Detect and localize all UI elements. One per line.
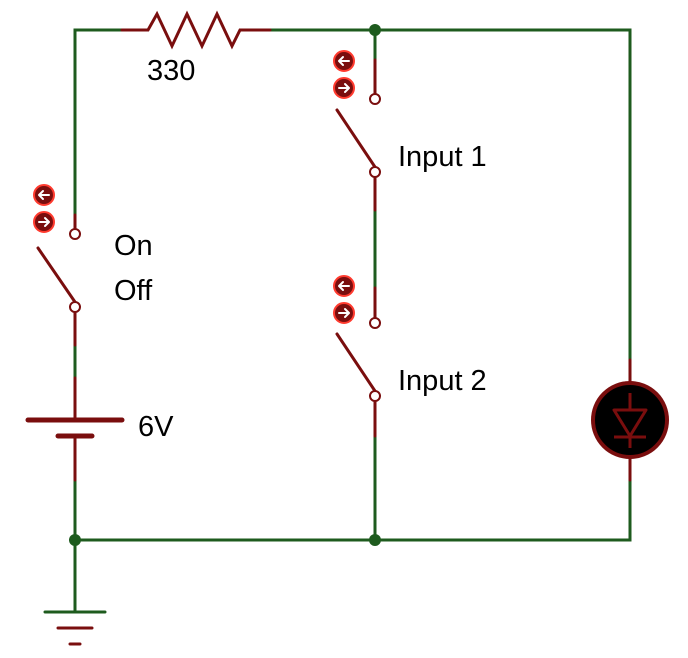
wire-top-right bbox=[268, 28, 632, 362]
led-indicator bbox=[591, 358, 669, 482]
power-switch-on-button[interactable] bbox=[33, 184, 55, 206]
input-1-down-button[interactable] bbox=[333, 77, 355, 99]
input-1-up-button[interactable] bbox=[333, 50, 355, 72]
power-switch-terminal-top bbox=[69, 228, 81, 240]
led-diode-symbol bbox=[612, 393, 648, 448]
input-2-terminal-bottom bbox=[369, 390, 381, 402]
power-switch-blade bbox=[36, 246, 77, 304]
resistor-value: 330 bbox=[147, 55, 195, 87]
power-switch-off-label: Off bbox=[114, 275, 153, 307]
power-switch[interactable]: On Off bbox=[33, 184, 153, 347]
input-2-blade bbox=[335, 332, 377, 393]
input-1-terminal-top bbox=[369, 93, 381, 105]
input-2-down-button[interactable] bbox=[333, 302, 355, 324]
resistor-zigzag bbox=[120, 10, 272, 50]
battery: 6V bbox=[25, 376, 174, 482]
input-1-terminal-bottom bbox=[369, 166, 381, 178]
wire-top-left bbox=[73, 28, 124, 230]
resistor: 330 bbox=[120, 10, 272, 87]
input-2-up-button[interactable] bbox=[333, 275, 355, 297]
battery-voltage: 6V bbox=[138, 411, 174, 443]
led-icon bbox=[591, 381, 669, 459]
input-2-label: Input 2 bbox=[398, 365, 487, 397]
input-2-switch[interactable]: Input 2 bbox=[333, 275, 487, 438]
input-1-switch[interactable]: Input 1 bbox=[333, 50, 487, 212]
power-switch-terminal-bottom bbox=[69, 301, 81, 313]
wires bbox=[73, 28, 632, 614]
input-1-blade bbox=[335, 108, 377, 169]
input-2-terminal-top bbox=[369, 317, 381, 329]
input-1-label: Input 1 bbox=[398, 141, 487, 173]
junction-bottom-middle bbox=[369, 534, 381, 546]
ground-icon bbox=[43, 610, 107, 646]
power-switch-off-button[interactable] bbox=[33, 211, 55, 233]
power-switch-on-label: On bbox=[114, 230, 153, 262]
junction-top bbox=[369, 24, 381, 36]
wire-bottom bbox=[73, 478, 632, 542]
junction-bottom-left bbox=[69, 534, 81, 546]
